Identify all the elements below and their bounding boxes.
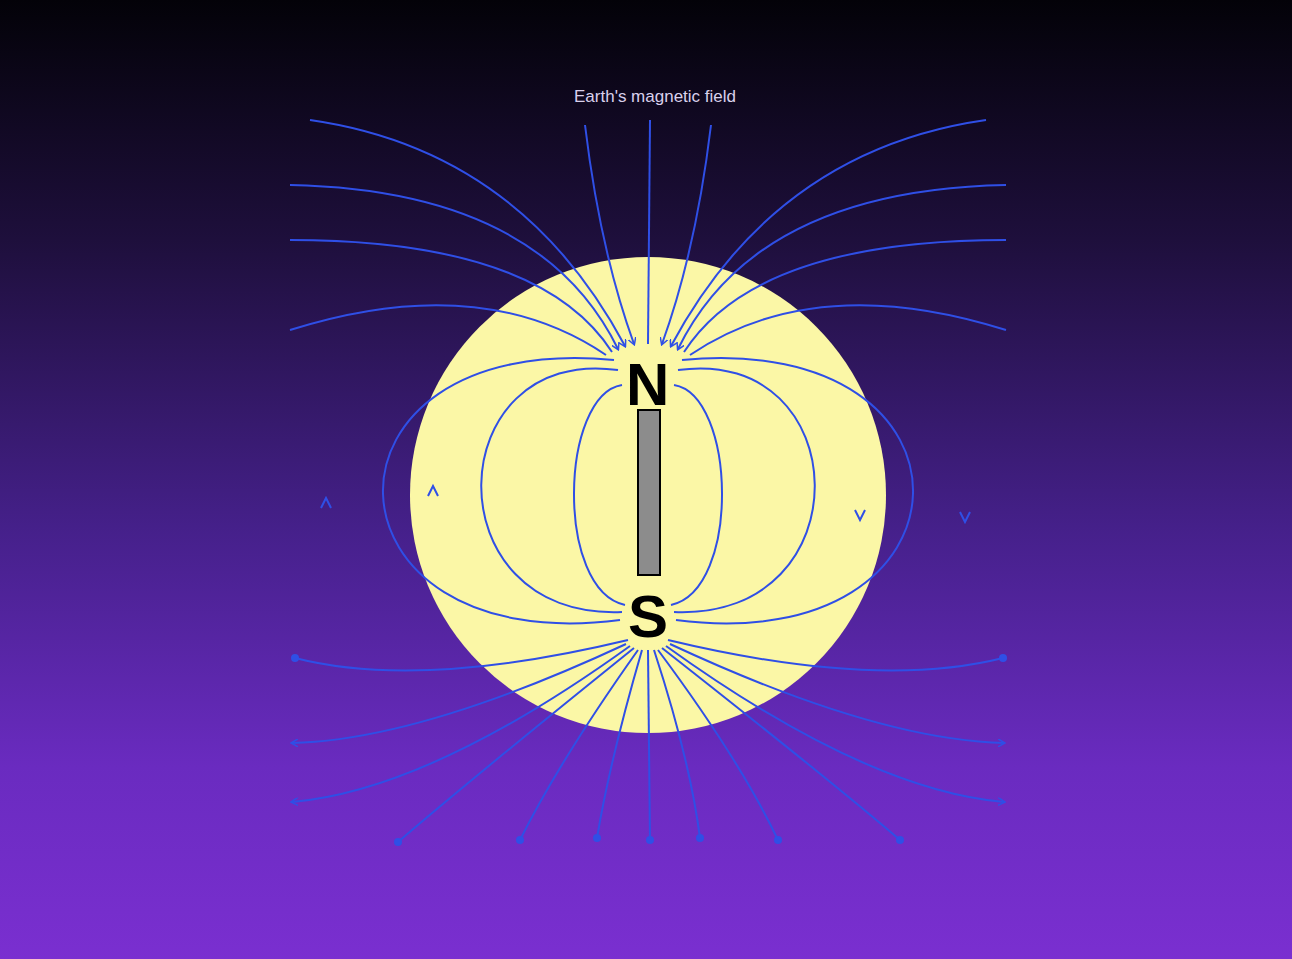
pole-label: N [626,355,669,415]
diagram-title: Earth's magnetic field [574,87,736,107]
field-lines [290,120,1006,842]
bar-magnet [638,410,660,575]
field-line-ends [291,654,1007,846]
pole-label: S [628,587,668,647]
